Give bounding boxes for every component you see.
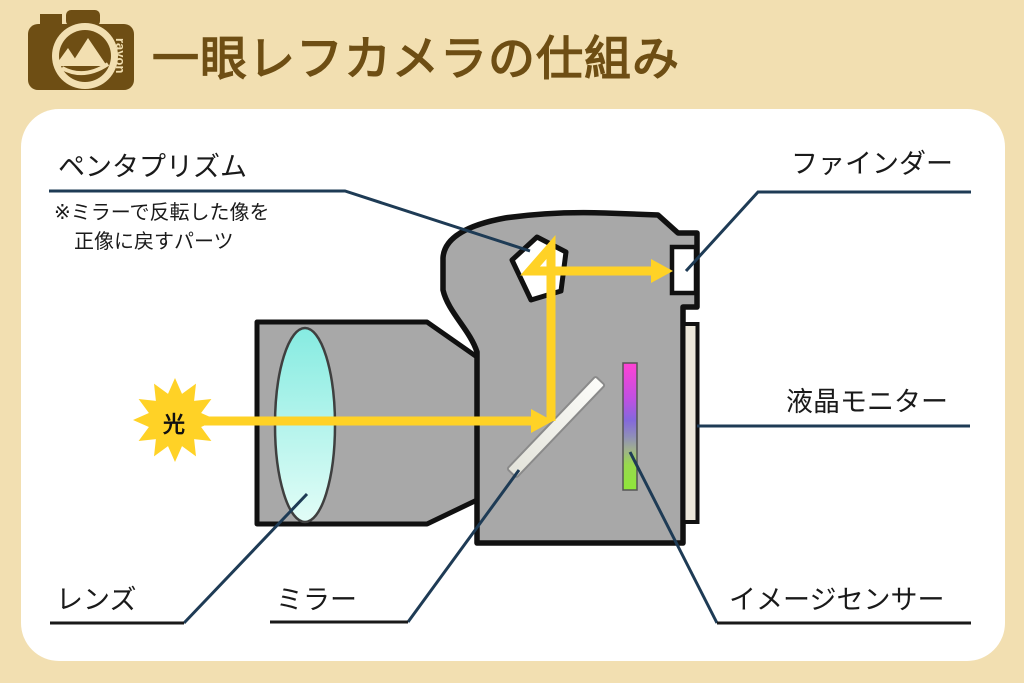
light-label: 光 (163, 412, 186, 437)
lcd-monitor-label: 液晶モニター (786, 387, 948, 417)
brand-logo-icon: rayon (28, 10, 134, 90)
page-title: 一眼レフカメラの仕組み (152, 32, 680, 85)
lcd-monitor-shape (681, 322, 700, 524)
viewfinder-label: ファインダー (791, 149, 953, 179)
pentaprism-leader-line (49, 189, 531, 253)
lens-label: レンズ (56, 585, 137, 615)
sensor-leader-line (628, 451, 719, 624)
light-arrowhead-mirror (531, 409, 553, 433)
logo-swoosh (61, 62, 110, 76)
image-sensor-shape (622, 362, 638, 491)
light-ray-prism (520, 235, 651, 421)
pentaprism-note: ※ミラーで反転した像を 正像に戻すパーツ (54, 199, 270, 257)
logo-mountain-big (70, 38, 107, 66)
viewfinder-leader-line (684, 190, 971, 273)
image-sensor-label: イメージセンサー (729, 585, 945, 615)
mirror-shape (506, 376, 606, 478)
mirror-leader-line (406, 469, 521, 623)
logo-camera-dial (40, 14, 62, 26)
light-path (205, 235, 651, 426)
pentaprism-label: ペンタプリズム (58, 152, 247, 182)
header: rayon 一眼レフカメラの仕組み (0, 0, 1024, 108)
mirror-label: ミラー (276, 585, 357, 615)
light-arrowhead-viewfinder (651, 259, 673, 283)
sun-burst-icon (133, 378, 217, 462)
leader-lines (49, 189, 971, 625)
pentaprism-note-line1: ※ミラーで反転した像を (54, 202, 270, 224)
logo-camera-hump (66, 10, 100, 26)
label-underlines (50, 620, 971, 625)
camera-body (440, 209, 700, 546)
lens-leader-line (182, 492, 309, 625)
logo-brand-text: rayon (113, 38, 128, 73)
viewfinder-shape (669, 244, 699, 296)
pentaprism-note-line2: 正像に戻すパーツ (74, 231, 234, 253)
